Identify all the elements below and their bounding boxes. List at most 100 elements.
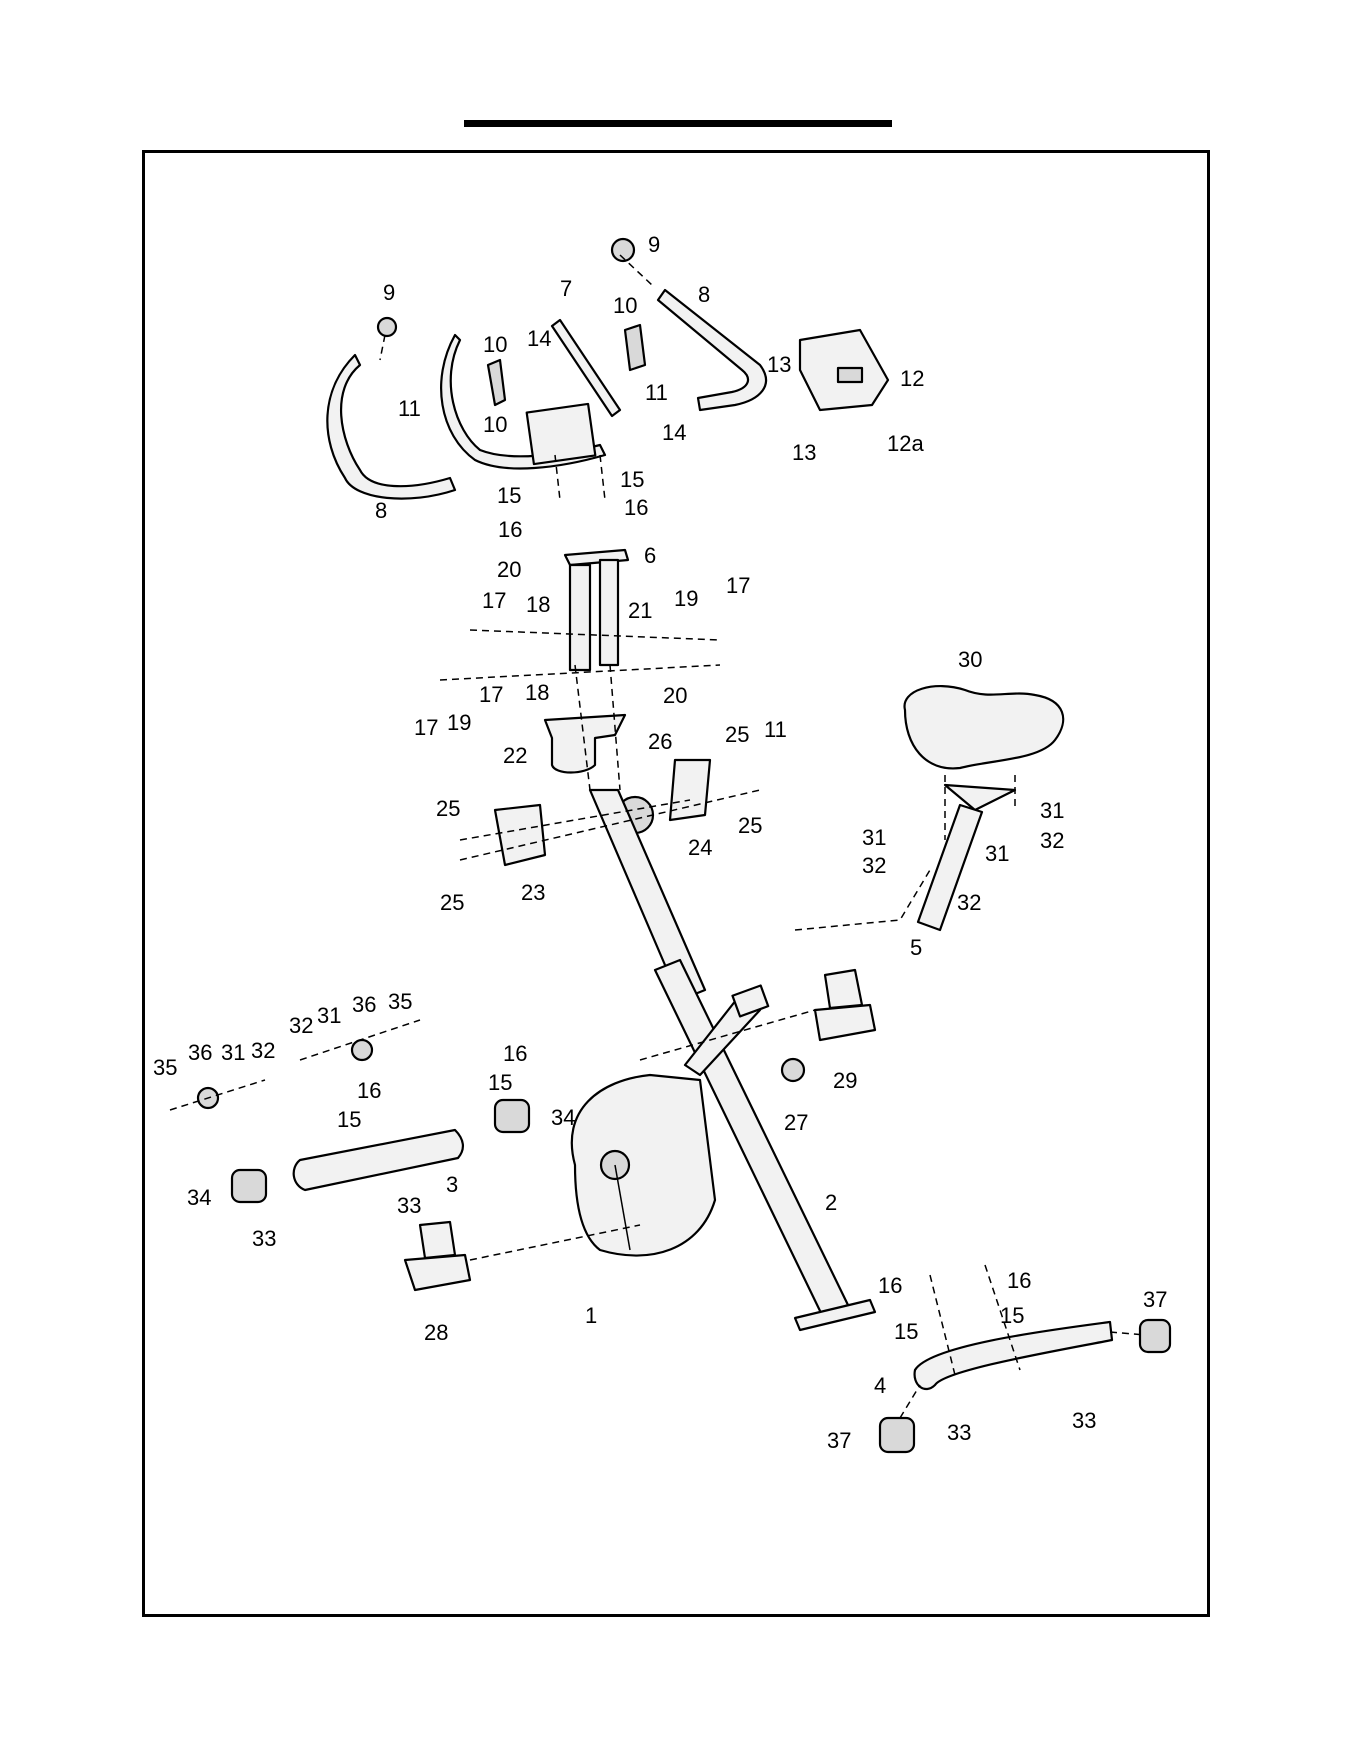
part-callout-c27: 27 xyxy=(784,1110,808,1135)
part-callout-c11a: 11 xyxy=(398,396,421,421)
part-callout-c20a: 20 xyxy=(497,557,521,582)
part-callout-c33c: 33 xyxy=(1072,1408,1096,1433)
part-callout-c1: 1 xyxy=(585,1303,597,1328)
part-callout-c17c: 17 xyxy=(479,682,503,707)
part-callout-c20b: 20 xyxy=(663,683,687,708)
part-callout-c16a: 16 xyxy=(498,517,522,542)
part-callout-c32e: 32 xyxy=(251,1038,275,1063)
part-callout-c10b: 10 xyxy=(613,293,637,318)
part-callout-c19b: 19 xyxy=(447,710,471,735)
part-callout-c15a: 15 xyxy=(497,483,521,508)
handlebar-post xyxy=(565,550,628,670)
part-callout-c17a: 17 xyxy=(482,588,506,613)
part-callout-c15e: 15 xyxy=(1000,1303,1024,1328)
part-callout-c12: 12 xyxy=(900,366,924,391)
part-callout-c16e: 16 xyxy=(878,1273,902,1298)
part-callout-c18a: 18 xyxy=(526,592,550,617)
part-callout-c22: 22 xyxy=(503,743,527,768)
part-callout-c14a: 14 xyxy=(527,326,551,351)
part-callout-c15c: 15 xyxy=(488,1070,512,1095)
part-callout-c7: 7 xyxy=(560,276,572,301)
end-cap-rear-right xyxy=(1140,1320,1170,1352)
pulse-grip-left xyxy=(488,360,505,405)
part-callout-c35b: 35 xyxy=(153,1055,177,1080)
flywheel-housing xyxy=(572,1075,715,1256)
part-callout-c31e: 31 xyxy=(221,1040,245,1065)
part-callout-c33b: 33 xyxy=(252,1226,276,1251)
console-computer xyxy=(800,330,888,410)
part-callout-c17d: 17 xyxy=(414,715,438,740)
part-callout-c18b: 18 xyxy=(525,680,549,705)
part-callout-c32b: 32 xyxy=(862,853,886,878)
part-callout-c15b: 15 xyxy=(620,467,644,492)
part-callout-c2: 2 xyxy=(825,1190,837,1215)
part-callout-c16b: 16 xyxy=(624,495,648,520)
part-callout-c33a: 33 xyxy=(397,1193,421,1218)
front-cover-right xyxy=(670,760,710,820)
part-callout-c28: 28 xyxy=(424,1320,448,1345)
part-callout-c21: 21 xyxy=(628,598,652,623)
cup-holder xyxy=(545,715,625,773)
part-callout-c11c: 11 xyxy=(764,717,787,742)
part-callout-c13b: 13 xyxy=(792,440,816,465)
end-cap-front-right xyxy=(495,1100,529,1132)
part-callout-c31a: 31 xyxy=(1040,798,1064,823)
front-cover-left xyxy=(495,805,545,865)
part-callout-c9b: 9 xyxy=(648,232,660,257)
part-callout-c16c: 16 xyxy=(503,1041,527,1066)
part-callout-c31c: 31 xyxy=(985,841,1009,866)
part-callout-c37a: 37 xyxy=(1143,1287,1167,1312)
part-callout-c19a: 19 xyxy=(674,586,698,611)
transport-wheel-right xyxy=(352,1040,372,1060)
part-callout-c11b: 11 xyxy=(645,380,668,405)
part-callout-c24: 24 xyxy=(688,835,712,860)
part-callout-c33d: 33 xyxy=(947,1420,971,1445)
handlebar-left-grip xyxy=(327,355,455,499)
part-callout-c15d: 15 xyxy=(337,1107,361,1132)
part-callout-c12a: 12a xyxy=(887,431,924,456)
part-callout-c32c: 32 xyxy=(957,890,981,915)
part-callout-c31d: 31 xyxy=(317,1003,341,1028)
pedal-right xyxy=(815,970,875,1040)
part-callout-c29: 29 xyxy=(833,1068,857,1093)
part-callout-c10c: 10 xyxy=(483,412,507,437)
part-callout-c34a: 34 xyxy=(551,1105,575,1130)
part-callout-c35a: 35 xyxy=(388,989,412,1014)
part-callout-c17b: 17 xyxy=(726,573,750,598)
end-cap-left xyxy=(378,318,396,336)
part-callout-c26: 26 xyxy=(648,729,672,754)
part-callout-c25a: 25 xyxy=(725,722,749,747)
pulse-grip-right xyxy=(625,325,645,370)
part-callout-c16f: 16 xyxy=(1007,1268,1031,1293)
part-callout-c23: 23 xyxy=(521,880,545,905)
part-callout-c8a: 8 xyxy=(698,282,710,307)
part-callout-c8b: 8 xyxy=(375,498,387,523)
pedal-left xyxy=(405,1222,470,1290)
front-stabilizer xyxy=(294,1130,463,1190)
part-callout-c14b: 14 xyxy=(662,420,686,445)
part-callout-c30: 30 xyxy=(958,647,982,672)
part-callout-c31b: 31 xyxy=(862,825,886,850)
rear-stabilizer xyxy=(915,1322,1112,1389)
part-callout-c3: 3 xyxy=(446,1172,458,1197)
seat-knob xyxy=(782,1059,804,1081)
part-callout-c25c: 25 xyxy=(738,813,762,838)
part-callout-c25d: 25 xyxy=(440,890,464,915)
part-callout-c10a: 10 xyxy=(483,332,507,357)
part-callout-c34b: 34 xyxy=(187,1185,211,1210)
part-callout-c16d: 16 xyxy=(357,1078,381,1103)
part-callout-c32a: 32 xyxy=(1040,828,1064,853)
part-callout-c4: 4 xyxy=(874,1373,886,1398)
part-callout-c5: 5 xyxy=(910,935,922,960)
part-callout-c25b: 25 xyxy=(436,796,460,821)
part-callout-c6: 6 xyxy=(644,543,656,568)
part-callout-c9a: 9 xyxy=(383,280,395,305)
end-cap-front-left xyxy=(232,1170,266,1202)
seat xyxy=(905,686,1064,768)
handlebar-right-grip xyxy=(658,290,766,410)
part-callout-c36b: 36 xyxy=(188,1040,212,1065)
part-callout-c32d: 32 xyxy=(289,1013,313,1038)
part-callout-c37b: 37 xyxy=(827,1428,851,1453)
